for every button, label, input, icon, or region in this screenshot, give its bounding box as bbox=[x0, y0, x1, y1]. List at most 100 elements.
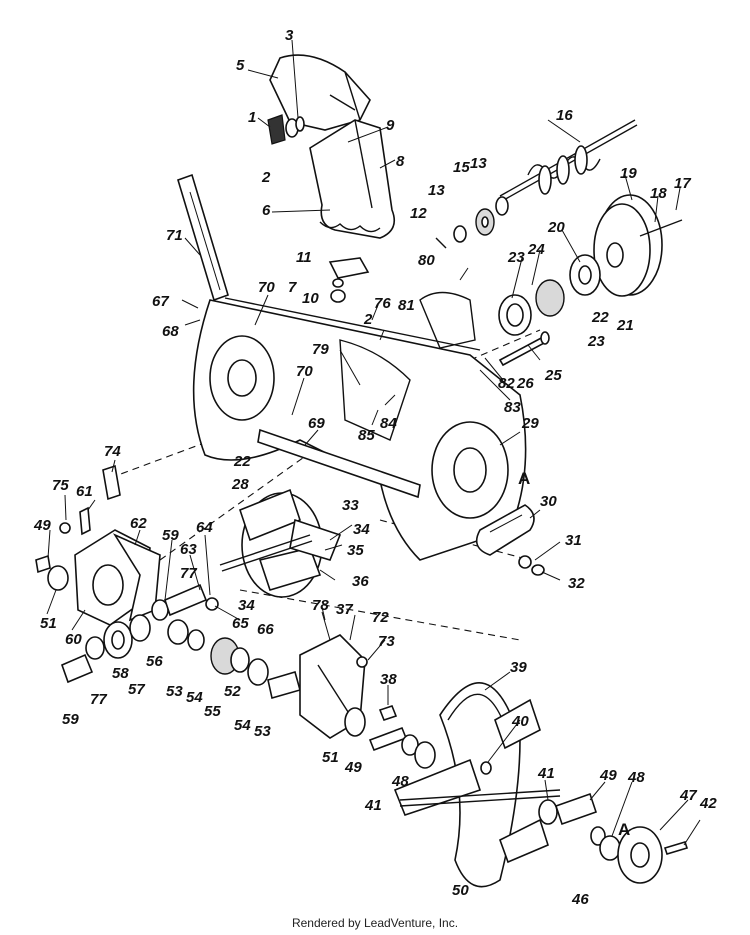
callout-65: 65 bbox=[232, 615, 249, 632]
callout-68: 68 bbox=[162, 323, 179, 340]
callout-50: 50 bbox=[452, 882, 469, 899]
upper-washers bbox=[435, 196, 509, 249]
callout-70b: 70 bbox=[296, 363, 313, 380]
callout-24: 24 bbox=[527, 241, 545, 258]
callout-69: 69 bbox=[308, 415, 325, 432]
callout-54a: 54 bbox=[186, 689, 203, 706]
callout-41b: 41 bbox=[537, 765, 555, 782]
callout-82: 82 bbox=[498, 375, 515, 392]
callout-83: 83 bbox=[504, 399, 521, 416]
callout-49c: 49 bbox=[599, 767, 617, 784]
callout-60: 60 bbox=[65, 631, 82, 648]
callout-20: 20 bbox=[547, 219, 565, 236]
callout-67: 67 bbox=[152, 293, 169, 310]
callout-53b: 53 bbox=[254, 723, 271, 740]
callout-32: 32 bbox=[568, 575, 585, 592]
callout-21: 21 bbox=[616, 317, 634, 334]
callout-7: 7 bbox=[288, 279, 297, 296]
callout-48a: 48 bbox=[391, 773, 409, 790]
auger-housing bbox=[192, 291, 527, 561]
callout-13b: 13 bbox=[470, 155, 487, 172]
callout-34a: 34 bbox=[353, 521, 370, 538]
callout-42: 42 bbox=[699, 795, 717, 812]
callout-46: 46 bbox=[571, 891, 589, 908]
callout-25: 25 bbox=[544, 367, 562, 384]
callout-16: 16 bbox=[556, 107, 573, 124]
callout-76: 76 bbox=[374, 295, 391, 312]
callout-73: 73 bbox=[378, 633, 395, 650]
callout-22a: 22 bbox=[591, 309, 609, 326]
auger-end-parts bbox=[538, 792, 689, 884]
callout-22b: 22 bbox=[233, 453, 251, 470]
cable-bracket bbox=[177, 173, 229, 302]
chute-retainer bbox=[328, 257, 370, 303]
callout-3: 3 bbox=[285, 27, 294, 44]
gear-housing-left bbox=[35, 529, 161, 626]
callout-59a: 59 bbox=[162, 527, 179, 544]
callout-5: 5 bbox=[236, 57, 245, 74]
bolt-25 bbox=[498, 331, 550, 367]
callout-41a: 41 bbox=[364, 797, 382, 814]
callout-52: 52 bbox=[224, 683, 241, 700]
callout-51b: 51 bbox=[322, 749, 339, 766]
callout-84: 84 bbox=[380, 415, 397, 432]
callout-2b: 2 bbox=[363, 311, 373, 328]
callout-56: 56 bbox=[146, 653, 163, 670]
callout-13a: 13 bbox=[428, 182, 445, 199]
callout-58: 58 bbox=[112, 665, 129, 682]
callout-80: 80 bbox=[418, 252, 435, 269]
auger-assembly bbox=[393, 682, 561, 888]
callout-9: 9 bbox=[386, 117, 395, 134]
worm-gear-set bbox=[60, 583, 301, 700]
callout-59b: 59 bbox=[62, 711, 79, 728]
knob bbox=[267, 114, 305, 145]
callout-61: 61 bbox=[76, 483, 93, 500]
reference-label-a-bearing: A bbox=[618, 820, 630, 839]
callout-55: 55 bbox=[204, 703, 221, 720]
callout-47: 47 bbox=[679, 787, 697, 804]
callout-28: 28 bbox=[231, 476, 249, 493]
callout-34b: 34 bbox=[238, 597, 255, 614]
callout-10: 10 bbox=[302, 290, 319, 307]
impeller bbox=[219, 488, 342, 598]
callout-49a: 49 bbox=[33, 517, 51, 534]
callout-6: 6 bbox=[262, 202, 271, 219]
callout-12: 12 bbox=[410, 205, 427, 222]
callout-66: 66 bbox=[257, 621, 274, 638]
callout-38: 38 bbox=[380, 671, 397, 688]
callout-40: 40 bbox=[511, 713, 529, 730]
callout-23b: 23 bbox=[587, 333, 605, 350]
callout-2: 2 bbox=[261, 169, 271, 186]
callout-23a: 23 bbox=[507, 249, 525, 266]
callout-33: 33 bbox=[342, 497, 359, 514]
callout-15: 15 bbox=[453, 159, 470, 176]
callout-77b: 77 bbox=[90, 691, 107, 708]
callout-74: 74 bbox=[104, 443, 121, 460]
callout-79: 79 bbox=[312, 341, 329, 358]
chute-deflector bbox=[269, 54, 371, 131]
callout-17: 17 bbox=[674, 175, 691, 192]
pulley bbox=[593, 194, 683, 297]
callout-57: 57 bbox=[128, 681, 145, 698]
callout-71: 71 bbox=[166, 227, 183, 244]
callout-36: 36 bbox=[352, 573, 369, 590]
reference-label-a-housing: A bbox=[518, 469, 530, 488]
callout-37: 37 bbox=[336, 601, 353, 618]
callout-54b: 54 bbox=[234, 717, 251, 734]
part-callouts: 1 2 3 5 6 7 8 9 10 11 12 13 13 15 16 17 … bbox=[33, 27, 717, 908]
callout-75: 75 bbox=[52, 477, 69, 494]
callout-63: 63 bbox=[180, 541, 197, 558]
callout-8: 8 bbox=[396, 153, 405, 170]
footer-credit: Rendered by LeadVenture, Inc. bbox=[291, 916, 459, 930]
skid-shoe bbox=[475, 504, 545, 576]
callout-35: 35 bbox=[347, 542, 364, 559]
callout-72: 72 bbox=[372, 609, 389, 626]
shaft-parts bbox=[368, 705, 436, 769]
callout-85: 85 bbox=[358, 427, 375, 444]
callout-77a: 77 bbox=[180, 565, 197, 582]
callout-49b: 49 bbox=[344, 759, 362, 776]
discharge-chute bbox=[309, 119, 396, 239]
callout-18: 18 bbox=[650, 185, 667, 202]
callout-29: 29 bbox=[521, 415, 539, 432]
